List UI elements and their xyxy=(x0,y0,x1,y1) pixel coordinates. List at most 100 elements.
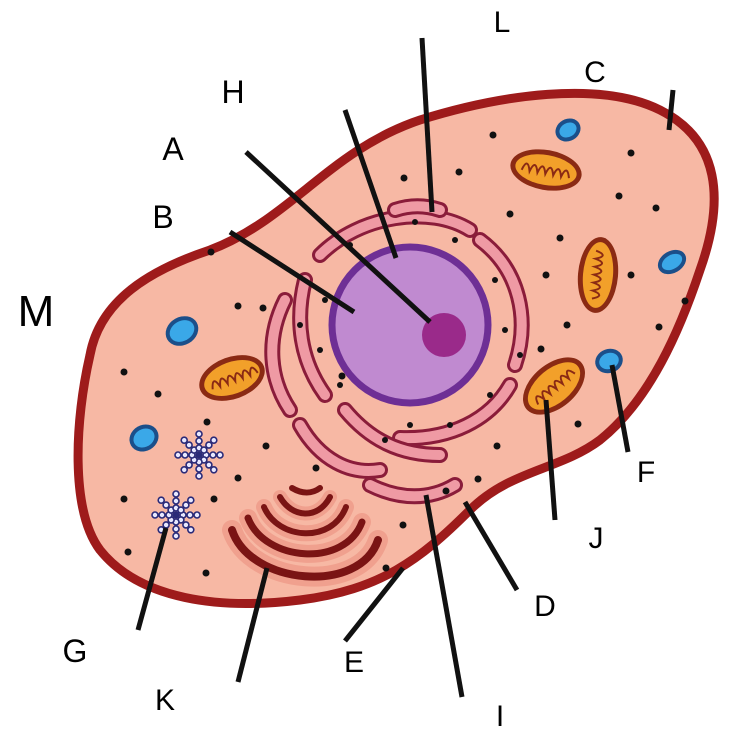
ribosome xyxy=(506,210,514,218)
golgi-apparatus-icon xyxy=(222,485,388,587)
ribosome xyxy=(207,248,215,256)
label-K: K xyxy=(155,684,175,717)
pointer-line-L xyxy=(419,37,435,213)
ribosome xyxy=(210,495,218,503)
pointer-line-I xyxy=(423,494,465,698)
pointer-line-G xyxy=(135,527,169,631)
vacuole-icon xyxy=(129,424,159,452)
label-C: C xyxy=(584,56,606,89)
golgi-cisterna xyxy=(277,494,333,517)
vacuole-icon xyxy=(555,118,581,142)
golgi-cisterna xyxy=(228,526,382,581)
vacuole-icon xyxy=(657,249,687,275)
ribosome xyxy=(563,321,571,329)
ribosome xyxy=(517,352,523,358)
er-cisterna xyxy=(395,380,515,444)
ribosome xyxy=(203,418,211,426)
ribosome xyxy=(652,204,660,212)
ribosome xyxy=(234,302,242,310)
centriole-icon xyxy=(151,490,201,540)
ribosome xyxy=(452,237,458,243)
ribosome xyxy=(655,323,663,331)
ribosome xyxy=(447,422,453,428)
ribosome xyxy=(537,345,545,353)
ribosome xyxy=(489,131,497,139)
er-cisterna xyxy=(295,275,330,400)
label-L: L xyxy=(494,6,511,39)
ribosome xyxy=(455,168,463,176)
ribosome xyxy=(297,322,303,328)
mitochondrion-cristae xyxy=(520,162,570,181)
label-J: J xyxy=(589,522,604,555)
pointer-line-C xyxy=(666,89,676,131)
pointer-line-E xyxy=(343,566,405,643)
label-B: B xyxy=(152,199,173,235)
free-ribosomes xyxy=(120,131,689,577)
ribosome xyxy=(259,304,267,312)
label-I: I xyxy=(496,700,504,733)
ribosome xyxy=(442,487,450,495)
ribosome xyxy=(487,392,493,398)
ribosome xyxy=(262,442,270,450)
label-G: G xyxy=(63,633,88,669)
ribosome xyxy=(120,495,128,503)
ribosome xyxy=(312,464,320,472)
nuclear-envelope xyxy=(328,243,492,407)
ribosome xyxy=(202,569,210,577)
er-ribosomes xyxy=(297,219,523,443)
er-cisterna xyxy=(315,211,475,260)
ribosome xyxy=(574,420,582,428)
ribosome xyxy=(399,521,407,529)
mitochondrion-icon xyxy=(577,237,619,313)
nucleolus xyxy=(422,313,466,357)
ribosome xyxy=(502,327,508,333)
ribosome xyxy=(400,174,408,182)
ribosome xyxy=(317,347,323,353)
mitochondrion-cristae xyxy=(535,369,576,405)
ribosome xyxy=(474,475,482,483)
pointer-line-J xyxy=(543,399,558,521)
ribosome xyxy=(627,271,635,279)
centriole-icon xyxy=(174,430,224,480)
er-cisterna xyxy=(390,201,445,215)
mitochondrion-cristae xyxy=(588,249,604,300)
labels: L C H A B M F J D E G K I xyxy=(18,6,655,733)
vacuole-icon xyxy=(165,316,199,346)
mitochondrion-icon xyxy=(523,357,585,415)
pointer-lines xyxy=(135,37,676,698)
pointer-line-A xyxy=(244,150,432,324)
pointer-line-D xyxy=(462,500,520,592)
golgi-cisterna xyxy=(261,504,349,537)
ribosome xyxy=(382,564,390,572)
er-cisterna xyxy=(267,295,295,415)
pointer-line-H xyxy=(342,109,399,259)
ribosome xyxy=(322,297,328,303)
pointer-line-F xyxy=(609,364,631,453)
er-cisterna xyxy=(295,420,385,476)
er-cisterna xyxy=(340,405,445,460)
mitochondrion-icon xyxy=(199,355,265,401)
ribosome xyxy=(124,548,132,556)
pointer-line-B xyxy=(228,229,356,315)
ribosome xyxy=(556,234,564,242)
ribosome xyxy=(407,422,413,428)
centrioles xyxy=(151,430,224,540)
label-H: H xyxy=(221,74,244,110)
label-M: M xyxy=(18,287,55,336)
rough-er xyxy=(264,198,530,505)
mitochondrion-cristae xyxy=(211,366,259,390)
vacuoles xyxy=(129,118,687,452)
ribosome xyxy=(681,297,689,305)
ribosome xyxy=(120,368,128,376)
label-F: F xyxy=(637,456,655,489)
ribosome xyxy=(338,372,346,380)
mitochondrion-inner xyxy=(582,242,614,308)
ribosome xyxy=(337,382,343,388)
ribosome xyxy=(615,192,623,200)
ribosome xyxy=(412,219,418,225)
ribosome xyxy=(493,442,501,450)
ribosome xyxy=(382,437,388,443)
mitochondrion-icon xyxy=(510,149,582,191)
golgi-cisterna xyxy=(289,485,323,496)
